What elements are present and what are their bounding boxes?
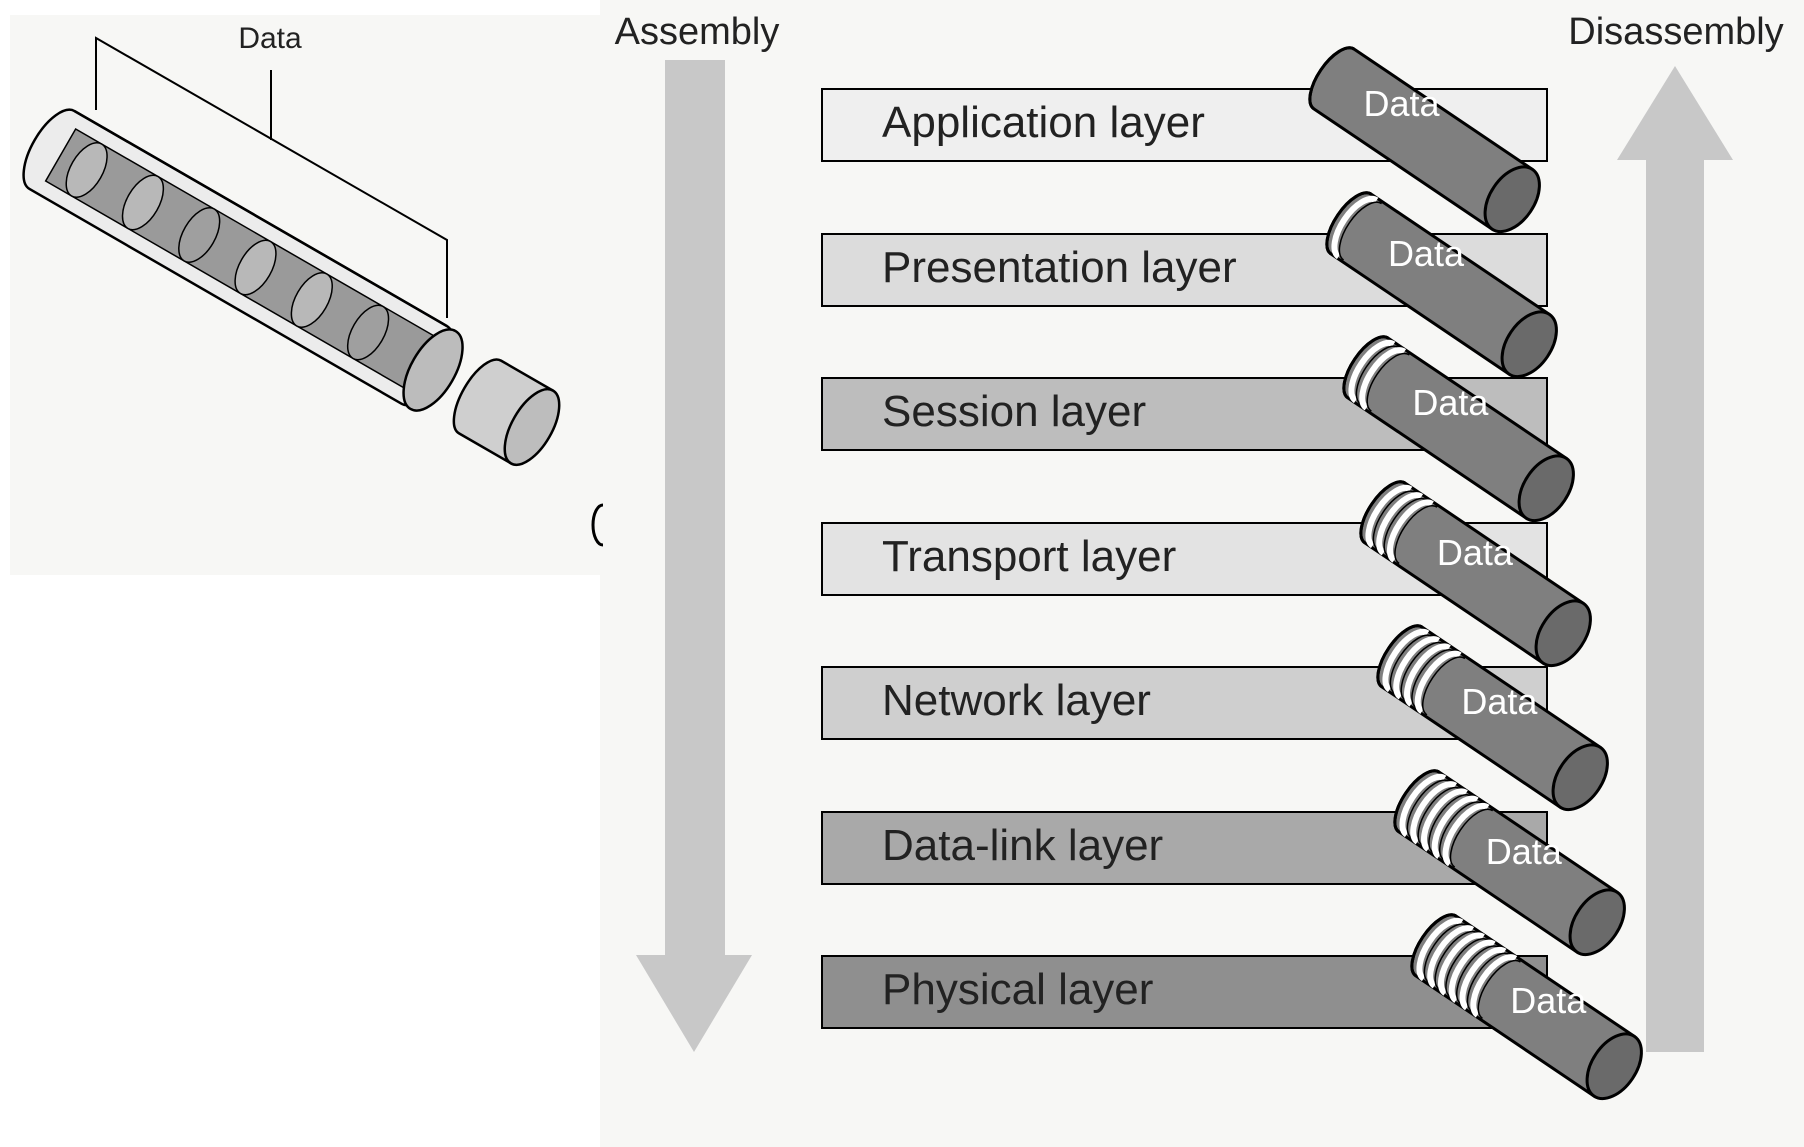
data-cylinder: Data	[1393, 769, 1626, 957]
data-cylinder: Data	[1325, 191, 1558, 379]
layer-name: Network layer	[882, 676, 1151, 725]
layer-row: Presentation layer Data	[821, 191, 1558, 379]
cylinder-data-label: Data	[1461, 681, 1538, 722]
data-cylinder: Data	[1376, 624, 1609, 812]
cylinder-data-label: Data	[1412, 382, 1489, 423]
assembly-arrow-shaft	[665, 60, 725, 960]
layer-name: Application layer	[882, 98, 1205, 147]
layer-row: Session layer Data	[821, 335, 1575, 523]
layer-row: Physical layer Data	[821, 913, 1643, 1101]
cylinder-data-label: Data	[1510, 980, 1587, 1021]
assembly-arrow-head	[636, 955, 752, 1052]
layer-row: Application layer Data	[821, 46, 1548, 234]
cylinder-data-label: Data	[1437, 532, 1514, 573]
inset-data-label: Data	[238, 22, 302, 55]
disassembly-label: Disassembly	[1568, 11, 1783, 53]
layer-name: Transport layer	[882, 532, 1176, 581]
cylinder-data-label: Data	[1388, 233, 1465, 274]
layer-name: Presentation layer	[882, 243, 1237, 292]
layer-row: Network layer Data	[821, 624, 1609, 812]
data-cylinder: Data	[1308, 46, 1541, 234]
disassembly-arrow: Disassembly	[1568, 11, 1784, 1052]
cylinder-data-label: Data	[1363, 83, 1440, 124]
data-cylinder: Data	[1359, 480, 1592, 668]
data-cylinder: Data	[1342, 335, 1575, 523]
assembly-label: Assembly	[615, 11, 780, 53]
cylinder-data-label: Data	[1486, 831, 1563, 872]
layer-row: Data-link layer Data	[821, 769, 1626, 957]
disassembly-arrow-shaft	[1646, 155, 1704, 1052]
layer-name: Session layer	[882, 387, 1146, 436]
layer-name: Physical layer	[882, 965, 1153, 1014]
data-cylinder: Data	[1410, 913, 1643, 1101]
disassembly-arrow-head	[1617, 66, 1733, 160]
assembly-arrow: Assembly	[615, 11, 780, 1052]
inset-pipe: Data	[22, 22, 604, 547]
layer-row: Transport layer Data	[821, 480, 1592, 668]
layer-name: Data-link layer	[882, 821, 1163, 870]
